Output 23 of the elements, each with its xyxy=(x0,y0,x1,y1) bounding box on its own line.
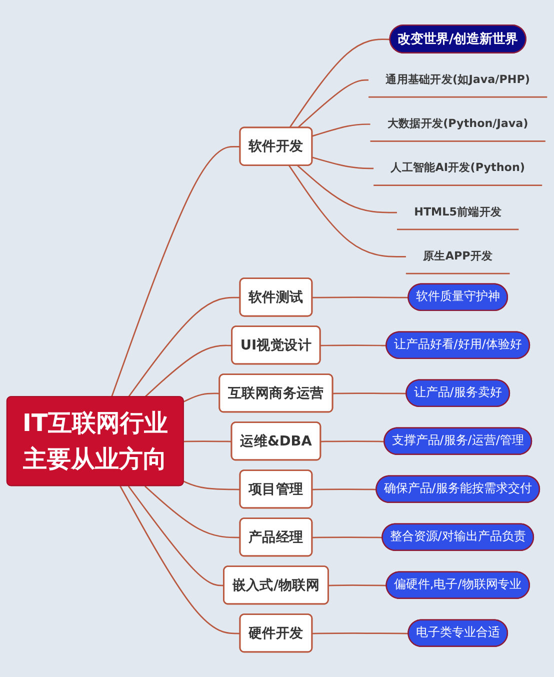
connector xyxy=(312,632,409,634)
connector xyxy=(184,440,232,442)
connector xyxy=(144,344,232,398)
connector xyxy=(332,392,407,394)
connector xyxy=(320,344,387,346)
connector xyxy=(297,79,368,128)
connector xyxy=(288,165,406,258)
connector xyxy=(312,156,374,170)
connector xyxy=(184,392,220,402)
connector xyxy=(312,296,409,298)
connector xyxy=(110,146,240,398)
connector xyxy=(288,38,390,128)
connector xyxy=(184,480,240,490)
connector xyxy=(312,488,377,490)
connector xyxy=(128,296,240,398)
connector xyxy=(120,486,240,634)
connector xyxy=(328,584,387,586)
connector xyxy=(128,486,224,586)
connector xyxy=(312,124,370,137)
connector xyxy=(312,536,383,538)
connector xyxy=(144,486,240,538)
connector xyxy=(320,440,385,442)
connector xyxy=(297,165,397,214)
